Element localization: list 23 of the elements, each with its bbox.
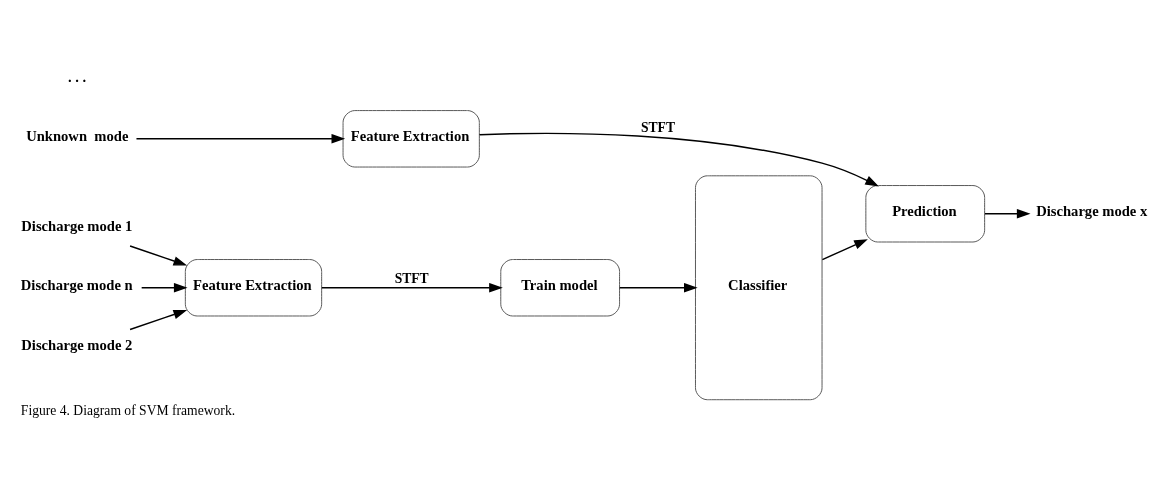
arrow [821, 238, 868, 260]
arrow [129, 309, 188, 330]
arrow [478, 132, 879, 186]
node-text: Discharge mode x [1036, 202, 1148, 219]
edge-label: STFT [394, 270, 429, 286]
arrow [984, 208, 1031, 219]
arrow [618, 282, 698, 293]
node-text: Discharge mode 1 [21, 217, 133, 234]
node-box: Feature Extraction [184, 258, 323, 316]
node-box: Train model [500, 258, 621, 316]
arrow [140, 282, 188, 293]
node-box: Feature Extraction [342, 109, 480, 168]
node-box: Prediction [865, 184, 986, 242]
node-text: Discharge mode n [20, 276, 133, 293]
node-text: Unknown mode [26, 127, 129, 144]
arrow [321, 282, 503, 293]
caption: Figure 4. Diagram of SVM framework. [20, 402, 236, 418]
arrow [129, 244, 188, 266]
edge-label: STFT [640, 119, 676, 135]
label: . . . [68, 68, 87, 85]
node-box: Classifier [695, 174, 823, 400]
arrow [135, 133, 346, 144]
node-text: Discharge mode 2 [21, 336, 133, 353]
